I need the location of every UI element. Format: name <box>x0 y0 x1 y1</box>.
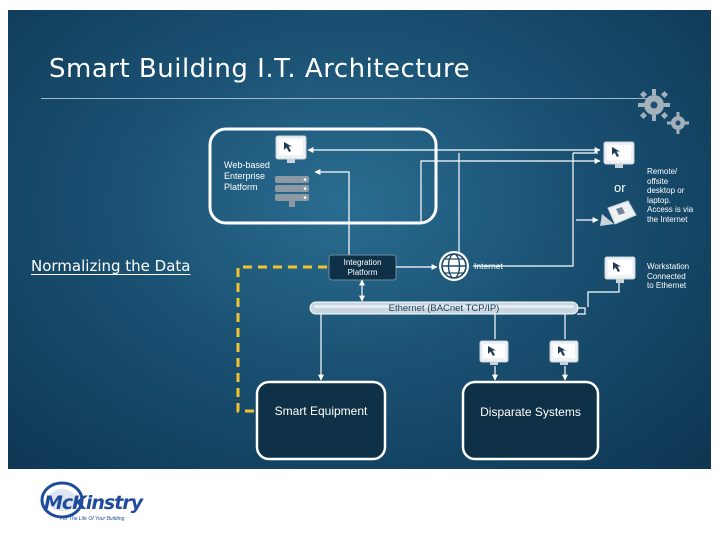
or-label: or <box>614 180 626 195</box>
web-platform-label: Web-based Enterprise Platform <box>224 160 270 192</box>
page-title: Smart Building I.T. Architecture <box>49 54 471 84</box>
slide-background: Smart Building I.T. Architecture <box>8 10 711 469</box>
smart-equipment-box <box>255 380 387 461</box>
disparate-systems-label: Disparate Systems <box>480 405 581 419</box>
normalizing-data-label: Normalizing the Data <box>31 257 191 275</box>
title-divider <box>41 98 661 99</box>
logo-wordmark: McKinstry <box>44 492 143 514</box>
gears-icon <box>638 89 689 134</box>
architecture-diagram <box>208 89 689 461</box>
workstation-monitor-icon <box>604 256 636 283</box>
system-monitor-icon <box>479 340 509 365</box>
remote-monitor-icon <box>603 141 635 168</box>
smart-equipment-label: Smart Equipment <box>274 404 368 418</box>
server-stack-icon <box>275 176 309 207</box>
globe-icon <box>439 251 469 281</box>
web-monitor-icon <box>275 135 307 163</box>
logo-tagline: For The Life Of Your Building <box>60 516 125 522</box>
normalizing-dashed-link <box>236 265 327 413</box>
logo-swoosh-icon <box>40 481 84 519</box>
system-monitor-icon <box>549 340 579 365</box>
workstation-label: Workstation Connected to Ethernet <box>647 262 690 290</box>
mckinstry-logo: McKinstry For The Life Of Your Building <box>40 478 143 526</box>
disparate-systems-box <box>461 380 600 461</box>
remote-access-label: Remote/ offsite desktop or laptop. Acces… <box>647 167 694 224</box>
ethernet-label: Ethernet (BACnet TCP/IP) <box>388 303 500 314</box>
internet-label: Internet <box>474 261 503 271</box>
laptop-icon <box>600 200 637 226</box>
web-platform-box <box>208 127 438 225</box>
integration-platform-label: Integration Platform <box>343 258 382 277</box>
